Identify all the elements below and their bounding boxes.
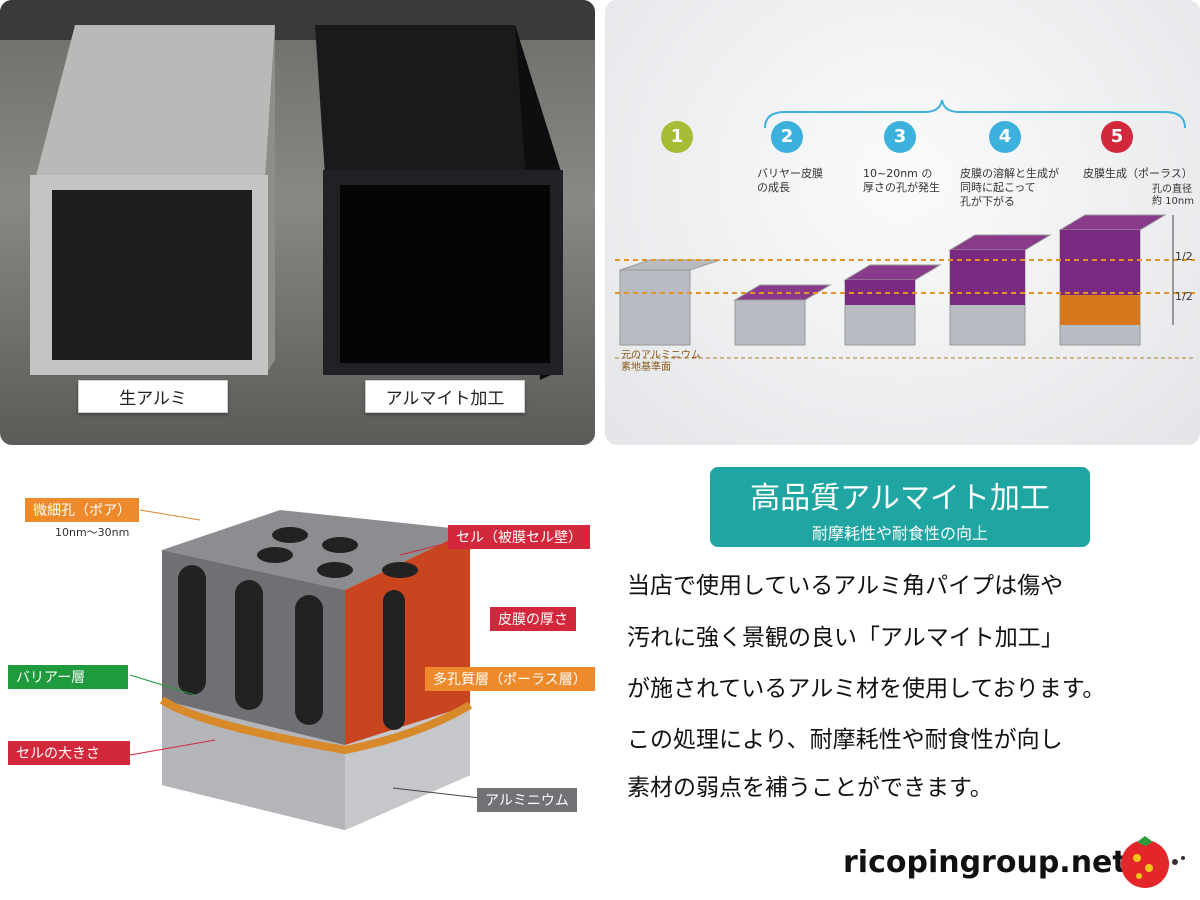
thickness-label: 皮膜の厚さ [490, 607, 576, 631]
info-title: 高品質アルマイト加工 [750, 481, 1050, 516]
oxide-structure-diagram: 微細孔（ポア） 10nm〜30nm セル（被膜セル壁） 皮膜の厚さ バリアー層 … [0, 455, 595, 900]
barrier-layer-label: バリアー層 [8, 665, 128, 689]
structure-cube [129, 509, 481, 830]
pore-diameter-note: 孔の直径 約 10nm [1152, 184, 1194, 207]
pore-label: 微細孔（ポア） [25, 498, 139, 522]
body-line-2: 汚れに強く景観の良い「アルマイト加工」 [627, 625, 1064, 651]
aluminum-pipe-photo: 生アルミ アルマイト加工 [0, 0, 595, 445]
info-subtitle: 耐摩耗性や耐食性の向上 [811, 524, 988, 543]
porous-layer-label: 多孔質層（ポーラス層） [425, 667, 595, 691]
step-4-badge: 4 [989, 121, 1021, 153]
process-blocks [615, 99, 1195, 359]
baseline-note: 元のアルミニウム 素地基準面 [621, 350, 701, 373]
step-4-text: 皮膜の溶解と生成が 同時に起こって 孔が下がる [960, 167, 1059, 208]
title-box: 高品質アルマイト加工 耐摩耗性や耐食性の向上 [710, 467, 1090, 547]
label-anodized: アルマイト加工 [365, 380, 525, 413]
label-raw-aluminum: 生アルミ [78, 380, 228, 413]
tomato-logo-icon [1121, 836, 1185, 888]
step-3-text: 10~20nm の 厚さの孔が発生 [863, 167, 940, 194]
cell-size-label: セルの大きさ [8, 741, 130, 765]
site-url[interactable]: ricopingroup.net [843, 845, 1127, 880]
body-line-1: 当店で使用しているアルミ角パイプは傷や [627, 573, 1064, 599]
anodizing-process-diagram: 1 2 3 4 5 バリヤー皮膜 の成長 10~20nm の 厚さの孔が発生 皮… [605, 0, 1200, 445]
pore-size: 10nm〜30nm [55, 526, 130, 539]
body-line-5: 素材の弱点を補うことができます。 [627, 775, 993, 801]
step-5-text: 皮膜生成（ポーラス） [1083, 167, 1193, 180]
aluminum-label: アルミニウム [477, 788, 577, 812]
body-line-4: この処理により、耐摩耗性や耐食性が向し [627, 727, 1063, 753]
pipe-illustration [0, 0, 595, 380]
step-2-text: バリヤー皮膜 の成長 [757, 167, 823, 194]
step-2-badge: 2 [771, 121, 803, 153]
half-bottom: 1/2 [1175, 290, 1193, 303]
body-line-3: が施されているアルミ材を使用しております。 [627, 676, 1106, 702]
cell-wall-label: セル（被膜セル壁） [448, 525, 590, 549]
step-3-badge: 3 [884, 121, 916, 153]
step-5-badge: 5 [1101, 121, 1133, 153]
step-1-badge: 1 [661, 121, 693, 153]
half-top: 1/2 [1175, 250, 1193, 263]
